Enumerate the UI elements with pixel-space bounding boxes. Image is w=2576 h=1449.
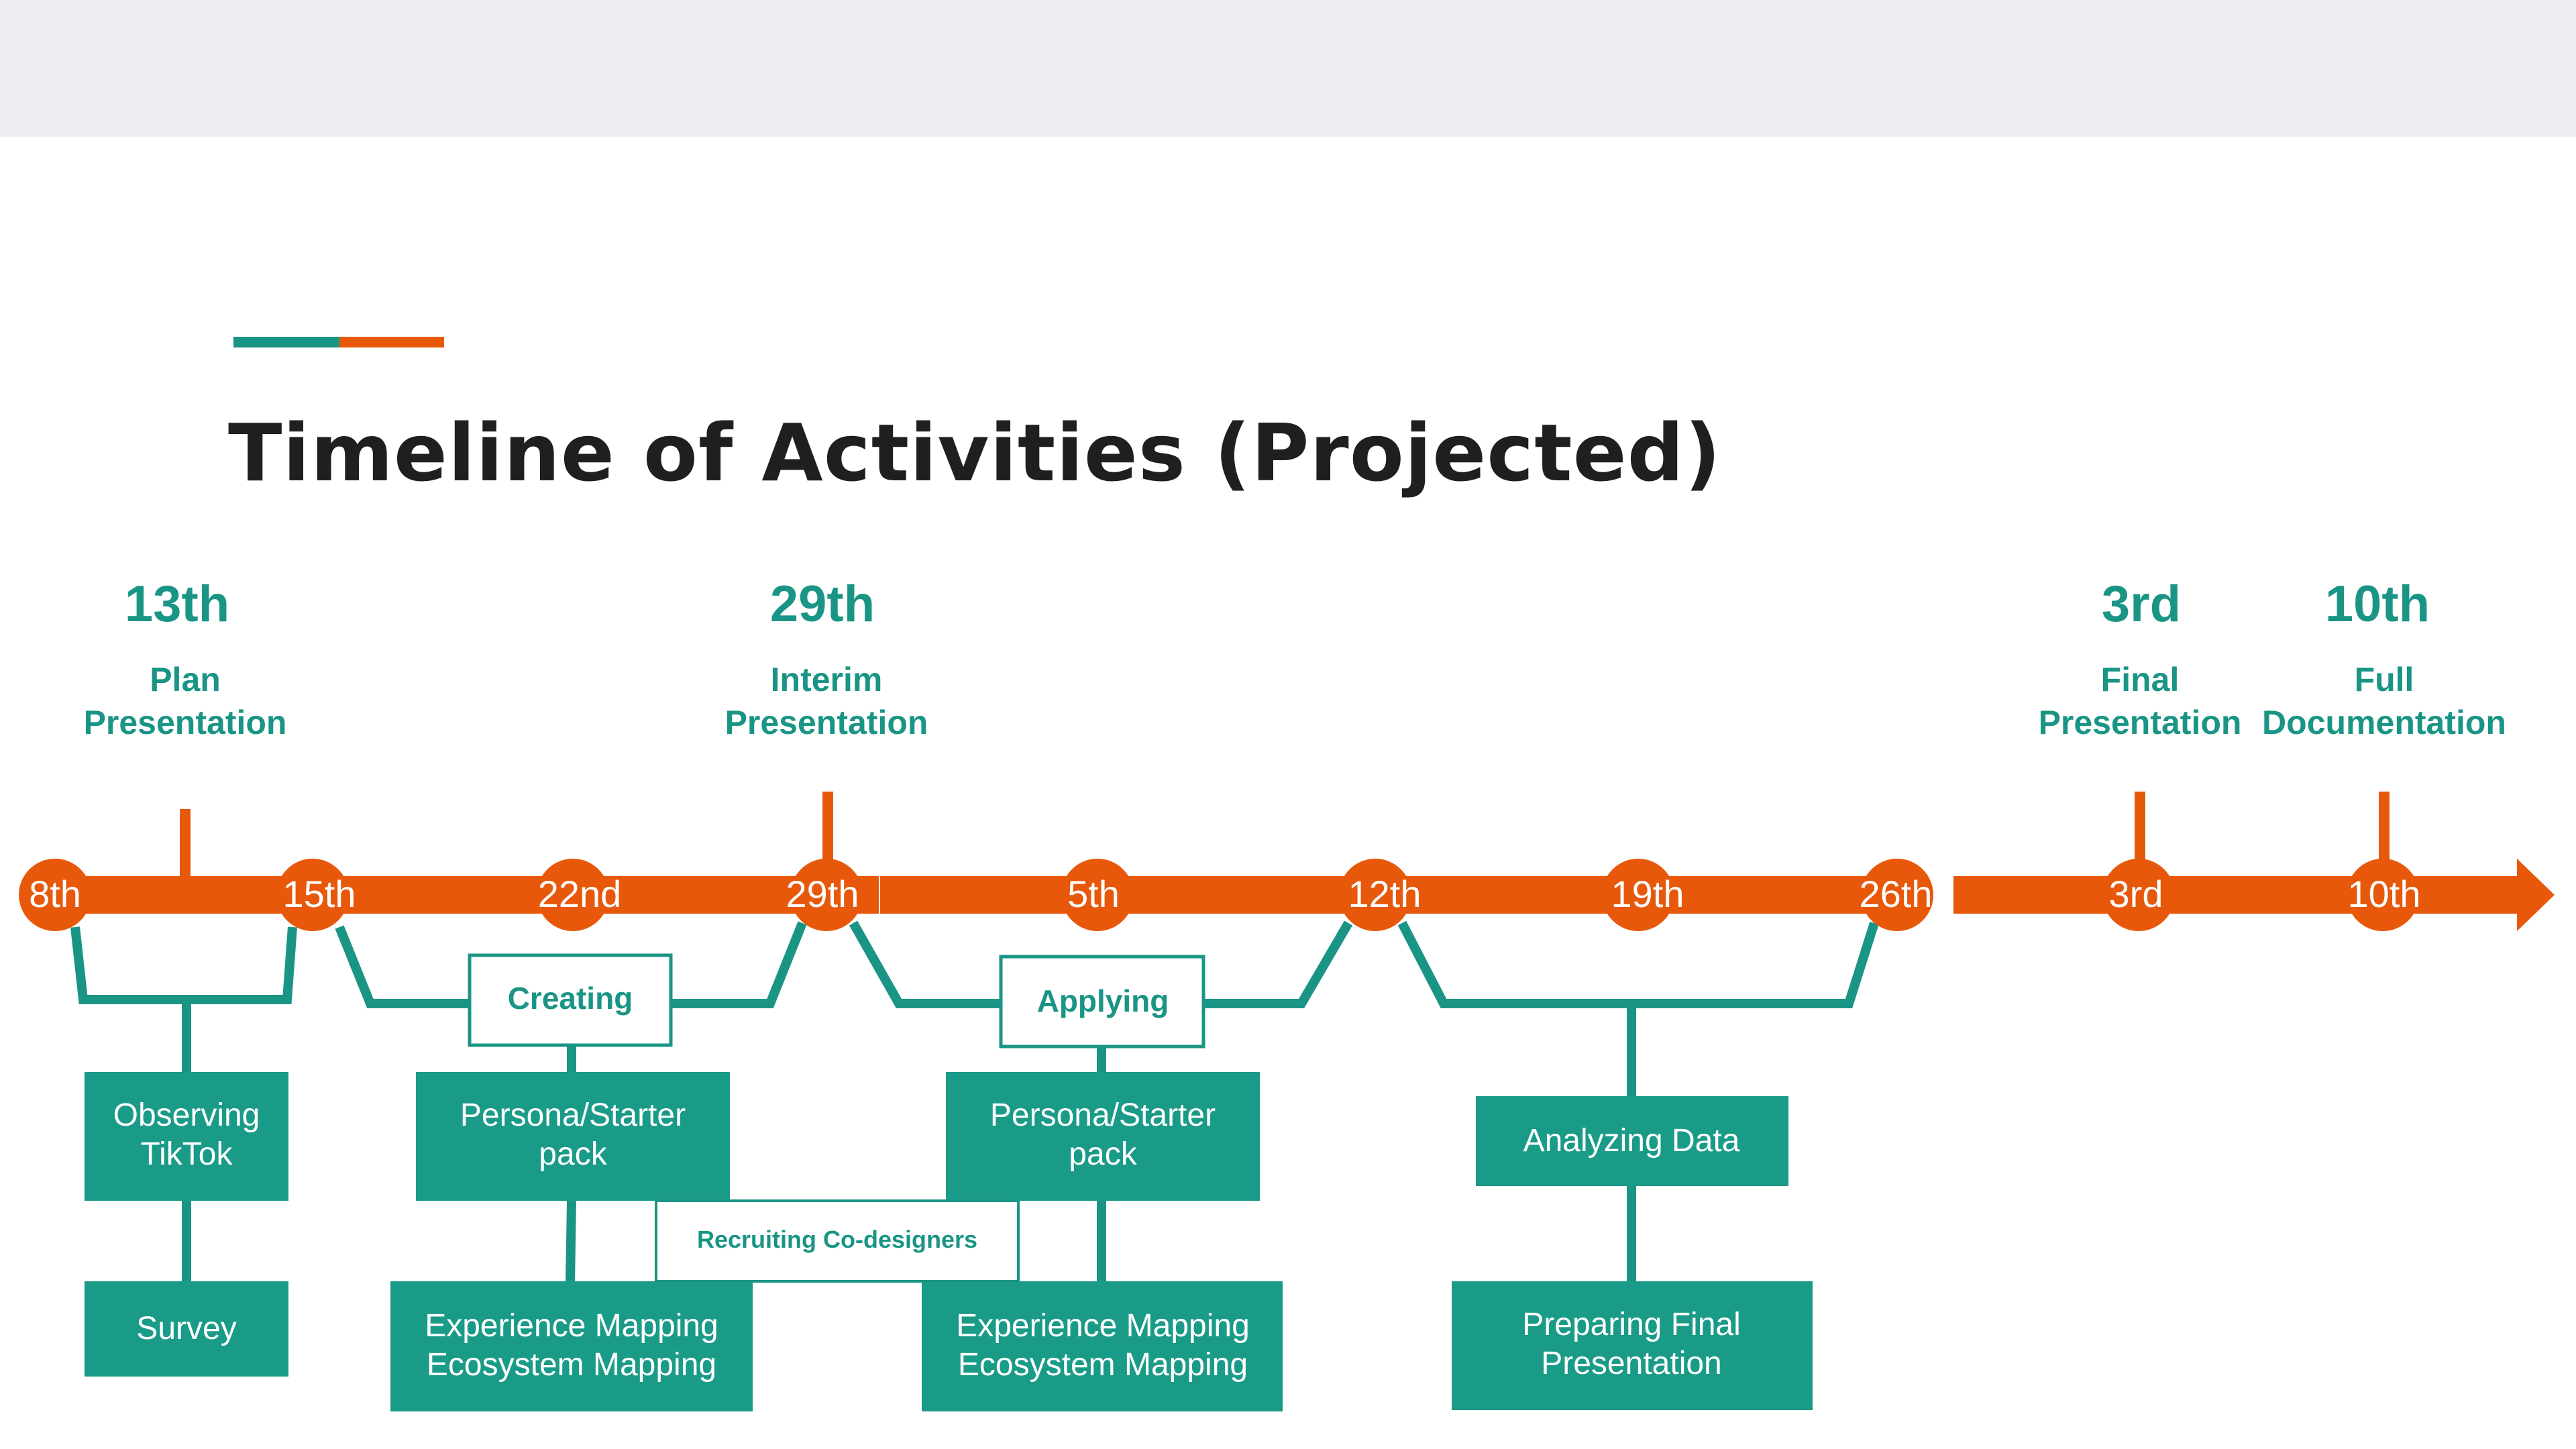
milestone-date-interim: 29th — [770, 576, 875, 633]
timeline-arrow-head — [2517, 859, 2555, 931]
milestone-label-documentation-line1: Full — [2355, 661, 2414, 698]
activity-observing-line2: TikTok — [141, 1136, 233, 1172]
date-label-26th: 26th — [1860, 873, 1933, 915]
title-accent-orange — [339, 337, 444, 347]
activity-preparing-line2: Presentation — [1541, 1346, 1722, 1381]
activity-box-persona-1 — [416, 1072, 730, 1201]
activity-persona-1-line2: pack — [539, 1136, 607, 1172]
milestone-date-plan: 13th — [125, 576, 229, 633]
milestone-date-documentation: 10th — [2325, 576, 2430, 633]
milestone-date-final: 3rd — [2102, 576, 2181, 633]
activity-box-analyzing — [1476, 1096, 1788, 1186]
bracket-week4-right — [1205, 920, 1353, 1008]
date-label-29th: 29th — [786, 873, 859, 915]
milestone-label-plan-line2: Presentation — [84, 704, 287, 741]
date-label-3rd: 3rd — [2109, 873, 2163, 915]
activity-persona-2-line2: pack — [1069, 1136, 1137, 1172]
bracket-week2-left — [335, 925, 470, 1008]
phase-box-recruiting — [655, 1199, 1020, 1283]
milestone-label-interim-line2: Presentation — [725, 704, 928, 741]
activity-mapping-1-line2: Ecosystem Mapping — [427, 1347, 716, 1383]
bracket-week2-right — [671, 921, 807, 1008]
date-circle-3rd — [2102, 859, 2175, 931]
date-circle-29th — [790, 859, 863, 931]
phase-box-creating — [468, 953, 673, 1047]
top-bar — [0, 0, 2576, 137]
activity-persona-2-line1: Persona/Starter — [990, 1097, 1216, 1133]
date-circle-19th — [1602, 859, 1674, 931]
date-label-12th: 12th — [1348, 873, 1421, 915]
phase-brackets — [70, 920, 1879, 1283]
milestone-label-documentation-line2: Documentation — [2262, 704, 2506, 741]
date-label-8th: 8th — [29, 873, 81, 915]
activity-box-observing — [85, 1072, 288, 1201]
activity-box-survey — [85, 1281, 288, 1377]
timeline-date-markers — [19, 859, 2419, 931]
activity-mapping-2-line1: Experience Mapping — [956, 1308, 1250, 1344]
date-label-15th: 15th — [283, 873, 356, 915]
activity-analyzing-label: Analyzing Data — [1523, 1123, 1740, 1159]
date-circle-8th — [19, 859, 91, 931]
title-accent-teal — [233, 337, 341, 347]
milestone-tick-plan — [180, 809, 191, 896]
phase-label-recruiting: Recruiting Co-designers — [697, 1226, 977, 1253]
phase-label-creating: Creating — [508, 981, 633, 1016]
date-circle-10th — [2347, 859, 2419, 931]
phase-box-applying — [999, 955, 1205, 1049]
activity-preparing-line1: Preparing Final — [1522, 1307, 1741, 1342]
milestone-label-final-line2: Presentation — [2039, 704, 2242, 741]
activity-mapping-2-line2: Ecosystem Mapping — [958, 1347, 1248, 1383]
date-label-22nd: 22nd — [538, 873, 622, 915]
activity-box-mapping-2 — [922, 1281, 1283, 1411]
activity-mapping-1-line1: Experience Mapping — [425, 1308, 718, 1344]
date-circle-15th — [276, 859, 349, 931]
date-circle-26th — [1861, 859, 1933, 931]
activity-observing-line1: Observing — [113, 1097, 260, 1133]
activity-box-preparing — [1452, 1281, 1813, 1410]
date-circle-12th — [1339, 859, 1411, 931]
activity-box-mapping-1 — [390, 1281, 753, 1411]
page-title: Timeline of Activities (Projected) — [228, 407, 1722, 499]
milestone-label-interim-line1: Interim — [771, 661, 883, 698]
timeline-bar-segment-1 — [54, 876, 879, 914]
bracket-week1 — [70, 926, 297, 1004]
activity-persona-1-line1: Persona/Starter — [460, 1097, 686, 1133]
date-label-10th: 10th — [2348, 873, 2421, 915]
activity-survey-label: Survey — [136, 1311, 236, 1346]
date-label-5th: 5th — [1067, 873, 1120, 915]
date-circle-5th — [1061, 859, 1134, 931]
milestone-label-final-line1: Final — [2101, 661, 2180, 698]
activity-box-persona-2 — [946, 1072, 1260, 1201]
bracket-week6 — [1397, 920, 1879, 1008]
date-circle-22nd — [537, 859, 609, 931]
bracket-week4-left — [849, 920, 1001, 1008]
timeline-bar-segment-3 — [1953, 876, 2524, 914]
date-label-19th: 19th — [1611, 873, 1684, 915]
phase-label-applying: Applying — [1037, 983, 1169, 1018]
milestone-label-plan-line1: Plan — [150, 661, 221, 698]
connector-mapping-1 — [566, 1200, 576, 1283]
